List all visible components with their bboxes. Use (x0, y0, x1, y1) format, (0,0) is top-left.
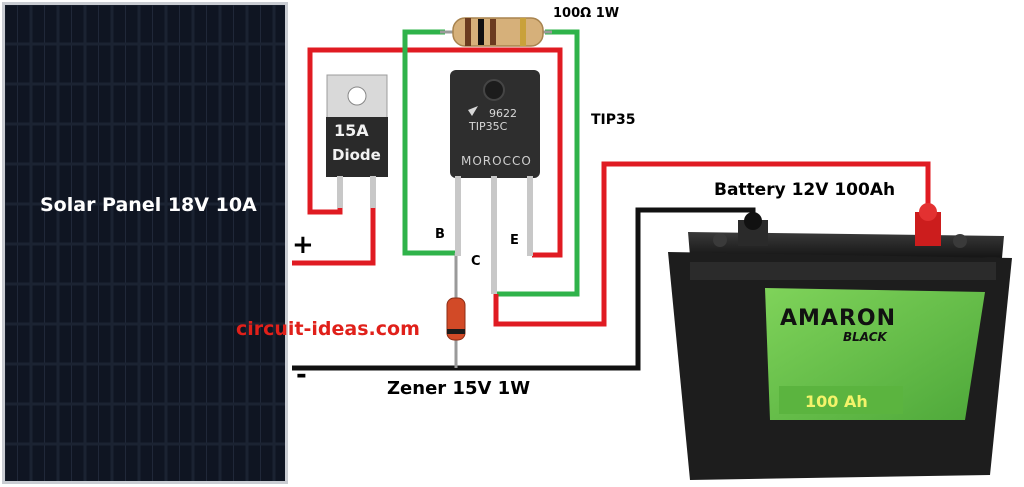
zener-label: Zener 15V 1W (387, 378, 531, 399)
wire-collector-to-battery-positive (493, 161, 931, 327)
transistor-icon (450, 70, 540, 294)
battery-icon (668, 203, 1012, 480)
diode-rating-text: 15A (334, 121, 369, 140)
solar-panel-icon (2, 2, 288, 484)
battery-capacity: 100 Ah (805, 392, 868, 411)
wire-resistor-to-base (402, 29, 456, 256)
diode-type-text: Diode (332, 146, 381, 164)
wire-diode-to-emitter (307, 47, 563, 258)
website-watermark: circuit-ideas.com (236, 318, 420, 340)
transistor-marking-1: 9622 (489, 107, 517, 120)
battery-label: Battery 12V 100Ah (714, 180, 896, 200)
resistor-label: 100Ω 1W (553, 6, 620, 21)
zener-diode-icon (446, 297, 466, 341)
transistor-marking-2: TIP35C (469, 120, 508, 133)
transistor-marking-3: MOROCCO (461, 154, 532, 168)
transistor-label: TIP35 (591, 112, 636, 128)
solar-panel-label: Solar Panel 18V 10A (40, 194, 257, 216)
wire-resistor-to-collector (496, 29, 580, 297)
negative-terminal-label: - (296, 360, 307, 390)
pin-base-label: B (435, 227, 445, 242)
battery-brand: AMARON (780, 306, 896, 331)
diode-icon (326, 74, 388, 208)
battery-series: BLACK (843, 330, 887, 344)
positive-terminal-label: + (292, 230, 314, 260)
resistor-icon (440, 17, 552, 47)
pin-emitter-label: E (510, 233, 519, 248)
pin-collector-label: C (471, 254, 481, 269)
wire-panel-positive (292, 206, 376, 266)
